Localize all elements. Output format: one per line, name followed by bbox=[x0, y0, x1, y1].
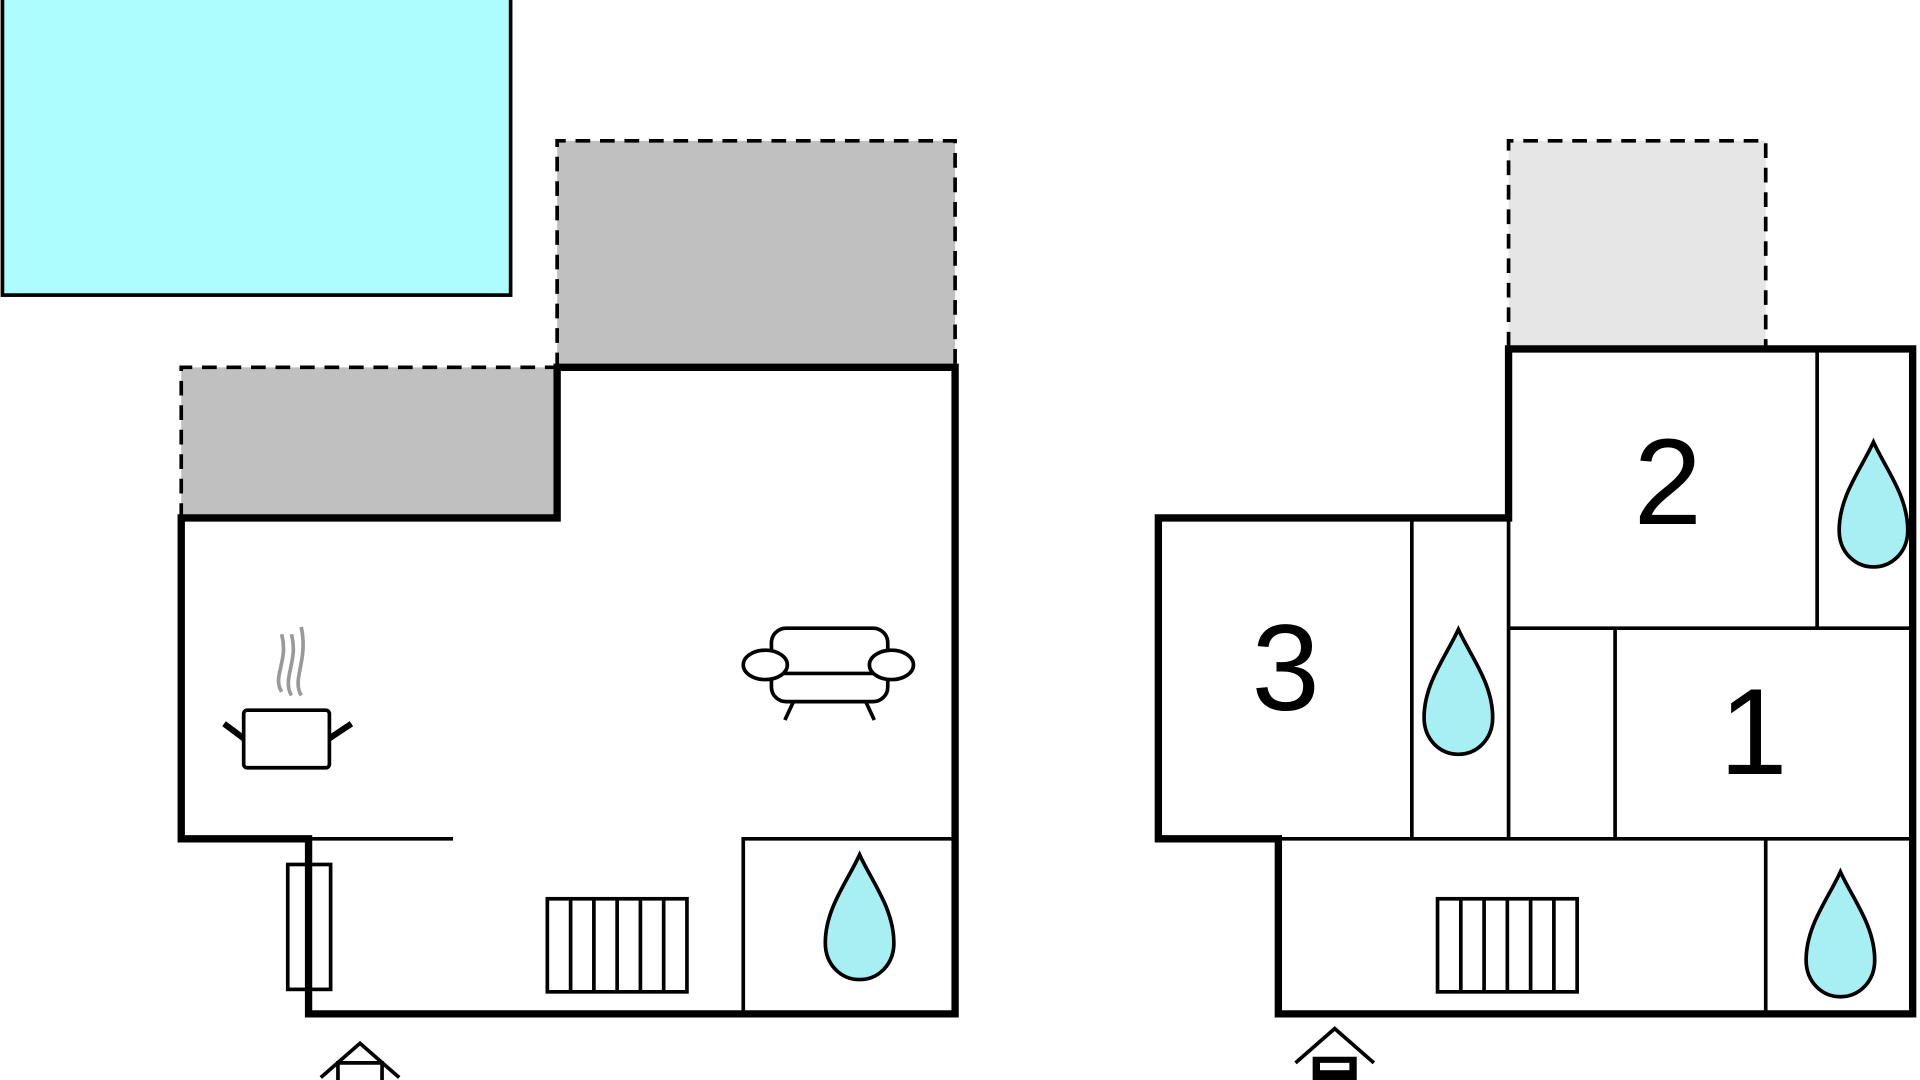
room-label-3: 3 bbox=[1252, 599, 1320, 736]
bathroom-drop-icon bbox=[823, 852, 896, 982]
balcony bbox=[1508, 140, 1766, 347]
entrance-arrow-icon bbox=[319, 1040, 401, 1080]
entrance-arrow-icon bbox=[1294, 1026, 1376, 1080]
terrace-upper bbox=[557, 140, 956, 368]
room-label-1: 1 bbox=[1719, 663, 1787, 800]
upper-floor-walls bbox=[1154, 345, 1917, 1018]
pool bbox=[0, 0, 513, 297]
bathroom-drop-icon bbox=[1837, 440, 1910, 569]
terrace-lower bbox=[181, 367, 558, 518]
bathroom-drop-icon bbox=[1422, 627, 1495, 757]
sofa-icon bbox=[741, 626, 916, 721]
balcony-outline bbox=[1506, 138, 1768, 347]
stove-icon bbox=[222, 626, 354, 770]
door-icon bbox=[285, 862, 333, 992]
upper-floor-partitions bbox=[1278, 351, 1913, 1014]
upper-floor-plan: 3 2 1 bbox=[1154, 138, 1917, 1080]
bathroom-drop-icon bbox=[1804, 869, 1877, 999]
radiator-icon bbox=[1435, 896, 1579, 994]
terrace-outline bbox=[555, 138, 957, 368]
radiator-icon bbox=[545, 896, 689, 994]
ground-floor-plan bbox=[0, 0, 959, 1080]
terrace-outline bbox=[179, 365, 558, 518]
bathroom-wall bbox=[741, 836, 956, 1014]
room-label-2: 2 bbox=[1634, 413, 1702, 550]
